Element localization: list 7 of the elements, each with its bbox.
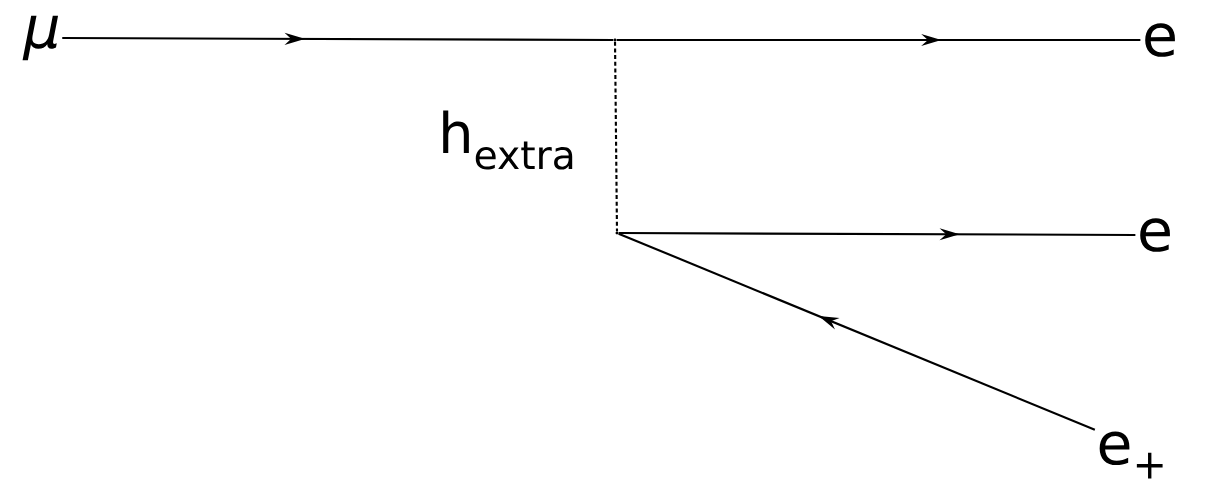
propagator-line <box>613 41 619 232</box>
edge-label: h$_{extra}$ <box>443 110 573 170</box>
particle-label: e <box>1145 23 1175 57</box>
particle-label: e <box>1140 218 1170 252</box>
arrow <box>618 232 1096 431</box>
particle-label: e$_{+}$ <box>1099 431 1163 479</box>
particle-label: μ <box>22 15 59 61</box>
